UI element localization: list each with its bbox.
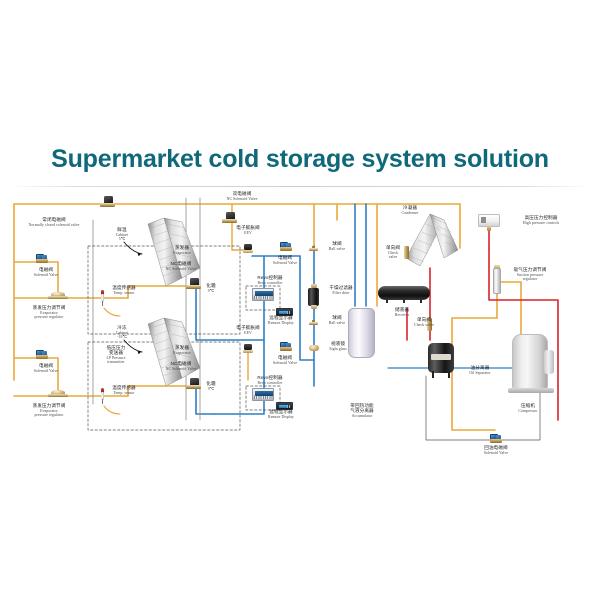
revo-controller-1-graphic[interactable] [252,288,274,301]
title-divider [8,186,592,187]
evaporator-pressure-regulator-2-graphic [48,390,68,398]
ball-valve-1-graphic [309,246,318,252]
high-pressure-controls-graphic[interactable] [478,214,500,231]
remote-display-1-graphic[interactable] [276,308,293,316]
nc-solenoid-valve-3-graphic [186,378,201,391]
oil-return-solenoid-graphic [489,434,502,443]
check-valve-2-graphic [427,318,432,331]
evaporator-pressure-regulator-1-graphic [48,292,68,300]
piping-layer [13,197,559,441]
evaporator-1-graphic [138,216,210,294]
eev-1-graphic [243,244,253,257]
revo-controller-2-graphic[interactable] [252,388,274,401]
sight-glass-graphic [309,342,319,354]
suction-pressure-regulator-graphic [493,265,501,294]
solenoid-valve-4-graphic [279,342,292,351]
remote-display-2-graphic[interactable] [276,402,293,410]
oil-separator-graphic [428,340,454,378]
ball-valve-2-graphic [309,320,318,326]
nc-solenoid-valve-1-graphic [222,212,237,225]
compressor-graphic [508,330,554,396]
solenoid-valve-3-graphic [279,242,292,251]
system-schematic: 常闭电磁阀 Normally closed solenoid valve 电磁阀… [0,190,600,460]
nc-solenoid-valve-top-graphic [100,196,115,209]
solenoid-valve-1-graphic [35,254,48,263]
eev-2-graphic [243,344,253,357]
page-title: Supermarket cold storage system solution [0,132,600,187]
temp-sensor-1-graphic [100,290,105,306]
temp-sensor-2-graphic [100,388,105,404]
solenoid-valve-2-graphic [35,350,48,359]
page-title-text: Supermarket cold storage system solution [51,145,549,173]
receiver-graphic [378,286,430,303]
nc-solenoid-valve-2-graphic [186,278,201,291]
condenser-graphic [400,210,464,278]
evaporator-2-graphic [138,316,210,394]
accumulator-graphic [348,304,375,358]
filter-drier-graphic [308,284,319,310]
check-valve-1-graphic [404,246,409,259]
